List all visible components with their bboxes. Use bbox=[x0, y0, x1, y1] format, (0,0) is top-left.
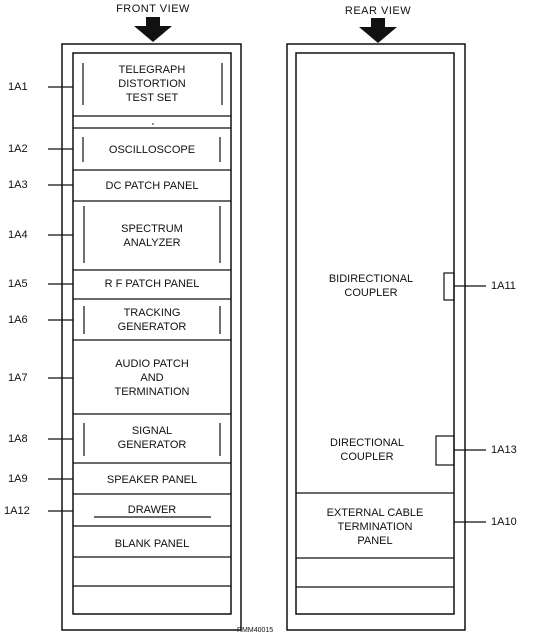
rear-1a13-label: DIRECTIONAL COUPLER bbox=[330, 437, 404, 463]
ref-1a8: 1A8 bbox=[8, 433, 28, 445]
blank-panel-label: BLANK PANEL bbox=[114, 538, 190, 550]
ref-1a6: 1A6 bbox=[8, 314, 28, 326]
ref-1a3: 1A3 bbox=[8, 179, 28, 191]
front-rack-outer bbox=[61, 43, 242, 631]
panel-1a6-label: TRACKING GENERATOR bbox=[117, 307, 187, 333]
front-rack-inner bbox=[72, 52, 232, 615]
panel-1a1-label: TELEGRAPH DISTORTION TEST SET bbox=[118, 64, 186, 104]
panel-1a8-label: SIGNAL GENERATOR bbox=[117, 425, 187, 451]
ref-1a12: 1A12 bbox=[4, 505, 30, 517]
front-view-title: FRONT VIEW bbox=[116, 3, 190, 15]
panel-1a5-label: R F PATCH PANEL bbox=[104, 278, 200, 290]
rear-rack-outer bbox=[286, 43, 466, 631]
ref-1a2: 1A2 bbox=[8, 143, 28, 155]
panel-1a4-label: SPECTRUM ANALYZER bbox=[121, 223, 183, 249]
ref-1a10: 1A10 bbox=[491, 516, 517, 528]
panel-1a7-label: AUDIO PATCH AND TERMINATION bbox=[114, 358, 190, 398]
rear-rack-inner bbox=[295, 52, 455, 615]
ref-1a11: 1A11 bbox=[491, 280, 516, 292]
panel-1a9-label: SPEAKER PANEL bbox=[106, 474, 198, 486]
panel-1a12-label: DRAWER bbox=[127, 504, 177, 516]
ref-1a1: 1A1 bbox=[8, 81, 28, 93]
ref-1a13: 1A13 bbox=[491, 444, 517, 456]
rear-view-arrow bbox=[359, 18, 397, 43]
ref-1a4: 1A4 bbox=[8, 229, 28, 241]
ref-1a9: 1A9 bbox=[8, 473, 28, 485]
front-view-arrow bbox=[134, 17, 172, 42]
panel-1a3-label: DC PATCH PANEL bbox=[105, 180, 199, 192]
rear-view-title: REAR VIEW bbox=[344, 5, 412, 17]
rear-1a10-label: EXTERNAL CABLE TERMINATION PANEL bbox=[326, 507, 424, 547]
ref-1a7: 1A7 bbox=[8, 372, 28, 384]
ref-1a5: 1A5 bbox=[8, 278, 28, 290]
panel-1a2-label: OSCILLOSCOPE bbox=[108, 144, 196, 156]
rear-1a11-label: BIDIRECTIONAL COUPLER bbox=[328, 273, 414, 299]
figure-id: RMM40015 bbox=[237, 627, 274, 634]
